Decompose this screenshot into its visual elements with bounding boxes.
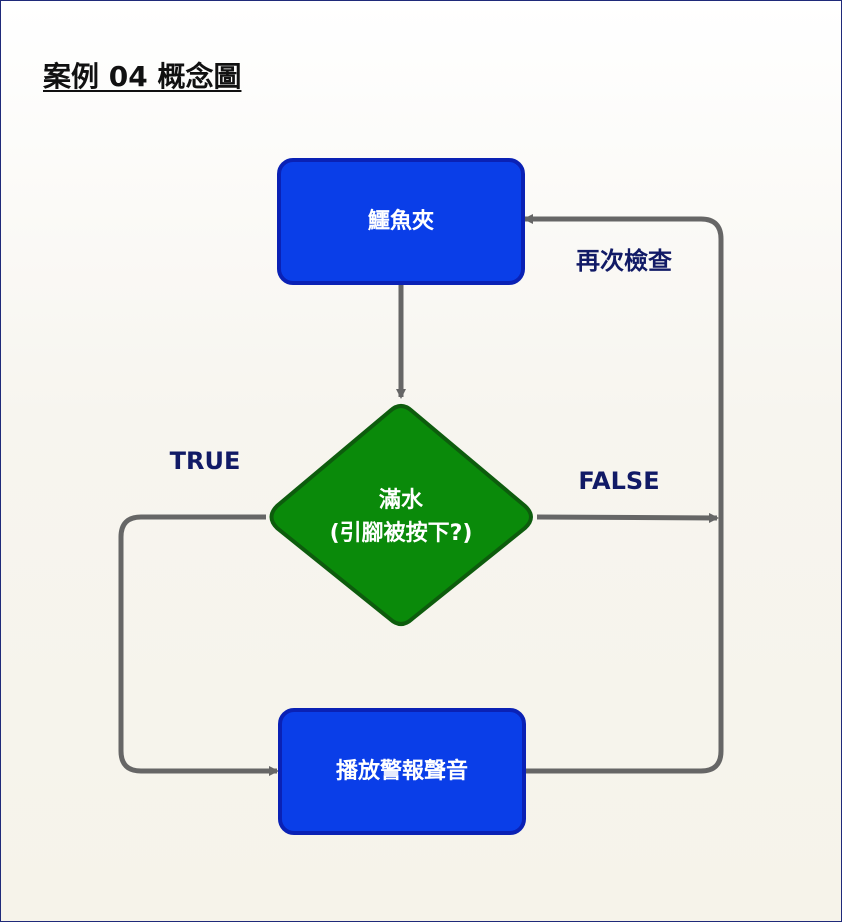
edge-label-false: FALSE	[578, 467, 659, 495]
decision-node-line2: (引腳被按下?)	[330, 520, 473, 546]
edge-label-recheck: 再次檢查	[576, 247, 672, 275]
process-node-clip	[277, 158, 525, 285]
arrow-decision-false	[536, 512, 719, 523]
process-node-alarm	[278, 708, 526, 835]
arrow-alarm-recheck	[521, 214, 724, 774]
decision-node	[269, 404, 533, 626]
process-node-alarm-label: 播放警報聲音	[336, 758, 468, 784]
edge-label-true: TRUE	[170, 447, 241, 475]
diagram-title: 案例 04 概念圖	[43, 60, 242, 93]
decision-node-line1: 滿水	[379, 487, 424, 513]
arrow-decision-to-alarm-true	[118, 514, 279, 776]
process-node-clip-label: 鱷魚夾	[367, 208, 434, 234]
